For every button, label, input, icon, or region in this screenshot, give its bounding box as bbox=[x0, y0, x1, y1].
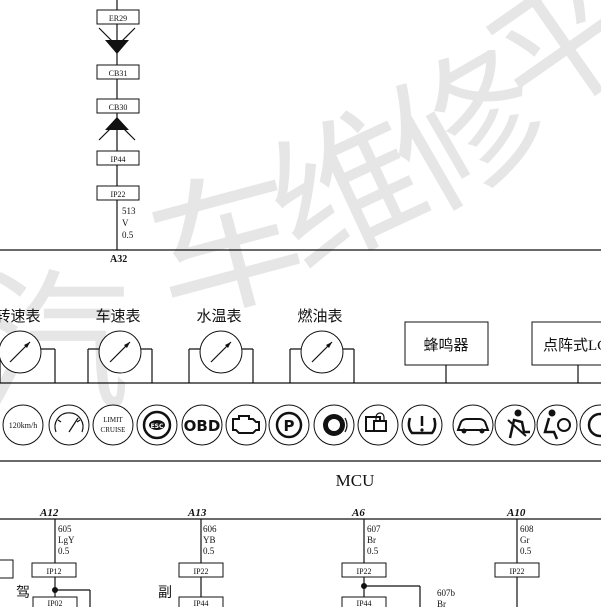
partial-indicator-icon bbox=[579, 404, 601, 446]
pin-a13-connector-2-label: IP44 bbox=[193, 599, 208, 607]
parking-brake-label: P bbox=[284, 417, 295, 435]
pin-a12-connector-1 bbox=[31, 562, 77, 578]
pin-a6-branch-color: Br bbox=[437, 599, 446, 607]
connector-cb30-label: CB30 bbox=[109, 103, 128, 112]
terminal-up-icon bbox=[105, 117, 129, 130]
pin-a6-size: 0.5 bbox=[367, 546, 379, 556]
pin-a12-connector-1-label: IP12 bbox=[46, 567, 61, 576]
pin-a10-label: A10 bbox=[506, 507, 526, 519]
esc-label: ESC bbox=[151, 423, 164, 430]
limit-cruise-line2: CRUISE bbox=[101, 426, 126, 434]
limit-cruise-line1: LIMIT bbox=[103, 416, 123, 424]
bottom-pins: A12 605 LgY 0.5 IP12 IP02 驾 A13 606 YB 0… bbox=[0, 507, 540, 607]
obd-icon bbox=[181, 404, 223, 446]
connector-cb31 bbox=[96, 64, 140, 80]
connector-cb31-label: CB31 bbox=[109, 69, 128, 78]
fuel-gauge-label: 燃油表 bbox=[297, 307, 342, 325]
top-pin-label: A32 bbox=[110, 254, 127, 265]
connector-ip22-top-label: IP22 bbox=[110, 190, 125, 199]
pin-a12-size: 0.5 bbox=[58, 546, 70, 556]
pin-a6-color: Br bbox=[367, 535, 376, 545]
matrix-lcd-label: 点阵式LC bbox=[543, 337, 601, 354]
door-open-icon bbox=[452, 404, 494, 446]
pin-a13-connector-1-label: IP22 bbox=[193, 567, 208, 576]
connector-ip44-top-label: IP44 bbox=[110, 155, 125, 164]
connector-cb30 bbox=[96, 98, 140, 114]
pin-a13-label: A13 bbox=[187, 507, 207, 519]
pin-a6-connector-2 bbox=[341, 596, 387, 607]
pin-a6-branch-wire: 607b bbox=[437, 588, 456, 598]
tachometer-label: 转速表 bbox=[0, 308, 41, 325]
engine-check-icon bbox=[225, 404, 267, 446]
pin-a10-size: 0.5 bbox=[520, 546, 532, 556]
coolant-temp-label: 水温表 bbox=[196, 308, 241, 325]
pin-a13-wire: 606 bbox=[203, 524, 217, 534]
pin-a13-size: 0.5 bbox=[203, 546, 215, 556]
top-chain: ER29 CB31 CB30 IP44 IP22 513 V 0.5 bbox=[96, 0, 140, 250]
pin-a12-connector-2 bbox=[32, 596, 78, 607]
pin-a13-connector-2 bbox=[178, 596, 224, 607]
pin-a6-connector-2-label: IP44 bbox=[356, 599, 371, 607]
speed-limit-icon bbox=[2, 404, 44, 446]
connector-er29-label: ER29 bbox=[109, 14, 127, 23]
pin-a6-connector-1 bbox=[341, 562, 387, 578]
passenger-side-label: 副 bbox=[158, 585, 172, 601]
pin-a6-wire: 607 bbox=[367, 524, 381, 534]
connector-ip22-top bbox=[96, 185, 140, 201]
output-modules: 蜂鸣器 点阵式LC bbox=[404, 321, 601, 383]
parking-brake-icon bbox=[268, 404, 310, 446]
connector-er29 bbox=[96, 9, 140, 25]
pin-a6-label: A6 bbox=[351, 507, 365, 519]
buzzer-box bbox=[404, 321, 489, 366]
speedometer-label: 车速表 bbox=[95, 308, 140, 325]
watermark: 汽 车 维 修 平 bbox=[0, 0, 601, 431]
terminal-down-icon bbox=[105, 40, 129, 54]
top-wire-code: 513 bbox=[122, 206, 136, 216]
left-partial-box bbox=[0, 559, 14, 579]
pin-a13-connector-1 bbox=[178, 562, 224, 578]
speed-warning-icon bbox=[48, 404, 90, 446]
matrix-lcd-box bbox=[531, 321, 601, 366]
pin-a10-wire: 608 bbox=[520, 524, 534, 534]
speed-limit-label: 120km/h bbox=[9, 421, 37, 430]
pin-a12-connector-2-label: IP02 bbox=[47, 599, 62, 607]
buzzer-label: 蜂鸣器 bbox=[423, 337, 468, 354]
top-wire-color: V bbox=[122, 218, 129, 228]
pin-a12-color: LgY bbox=[58, 535, 75, 545]
pin-a10-connector-1 bbox=[494, 562, 540, 578]
top-wire-size: 0.5 bbox=[122, 230, 134, 240]
obd-label: OBD bbox=[184, 417, 221, 435]
pin-a6-connector-1-label: IP22 bbox=[356, 567, 371, 576]
driver-side-label: 驾 bbox=[16, 585, 30, 601]
pin-a12-wire: 605 bbox=[58, 524, 72, 534]
limit-cruise-icon bbox=[92, 404, 134, 446]
pin-a10-color: Gr bbox=[520, 535, 530, 545]
indicator-row: 120km/h LIMIT CRUISE ESC OBD P bbox=[2, 404, 601, 446]
pin-a10-connector-1-label: IP22 bbox=[509, 567, 524, 576]
gauges: 转速表 车速表 水温表 燃油表 bbox=[0, 307, 355, 383]
mcu-label: MCU bbox=[336, 471, 375, 490]
connector-ip44-top bbox=[96, 150, 140, 166]
pin-a12-label: A12 bbox=[39, 507, 59, 519]
pin-a13-color: YB bbox=[203, 535, 216, 545]
